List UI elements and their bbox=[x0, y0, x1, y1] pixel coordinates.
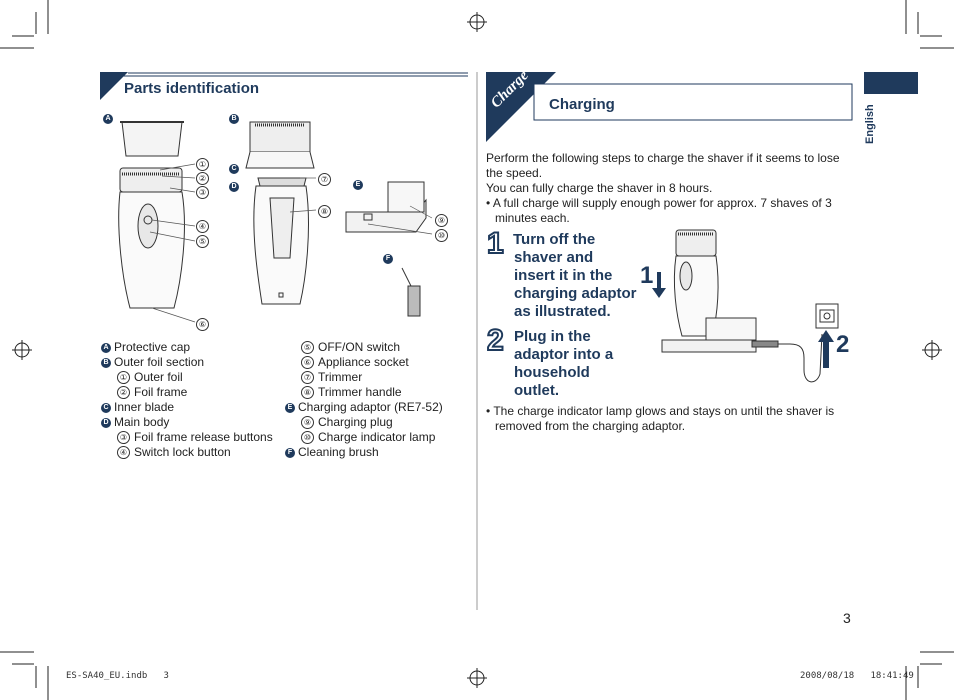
intro-text: Perform the following steps to charge th… bbox=[486, 151, 840, 225]
footer-file-name: ES-SA40_EU.indb 3 bbox=[66, 671, 169, 681]
badge-a: A bbox=[103, 114, 113, 124]
badge-f: F bbox=[383, 254, 393, 264]
callout-4: ④ bbox=[196, 220, 209, 233]
figure-label-2: 2 bbox=[836, 331, 850, 358]
cleaning-brush-figure bbox=[401, 267, 421, 317]
callout-5: ⑤ bbox=[196, 235, 209, 248]
badge-e: E bbox=[353, 180, 363, 190]
section-header-graphic bbox=[100, 72, 468, 100]
footer-timestamp: 2008/08/18 18:41:49 bbox=[800, 671, 914, 681]
callout-8: ⑧ bbox=[318, 205, 331, 218]
charging-illustration bbox=[652, 229, 839, 383]
callout-1: ① bbox=[196, 158, 209, 171]
registration-mark-bottom bbox=[467, 668, 487, 688]
indicator-note: • The charge indicator lamp glows and st… bbox=[486, 404, 835, 433]
side-tab: English bbox=[862, 100, 880, 148]
callout-3: ③ bbox=[196, 186, 209, 199]
figure-label-1: 1 bbox=[640, 262, 654, 289]
step-1-number: 1 bbox=[486, 226, 505, 261]
registration-mark-left bbox=[12, 340, 32, 360]
page-number: 3 bbox=[843, 610, 851, 626]
callout-2: ② bbox=[196, 172, 209, 185]
callout-10: ⑩ bbox=[435, 229, 448, 242]
step-2-number: 2 bbox=[486, 323, 505, 358]
callout-6: ⑥ bbox=[196, 318, 209, 331]
section-title: Parts identification bbox=[124, 80, 260, 97]
side-tab-bar bbox=[864, 72, 918, 94]
charging-adaptor-figure bbox=[345, 181, 427, 233]
outer-foil-figure bbox=[245, 121, 315, 169]
callout-9: ⑨ bbox=[435, 214, 448, 227]
charging-title: Charging bbox=[549, 96, 615, 113]
badge-d: D bbox=[229, 182, 239, 192]
badge-b: B bbox=[229, 114, 239, 124]
shaver-body-left bbox=[118, 167, 185, 309]
callout-7: ⑦ bbox=[318, 173, 331, 186]
badge-c: C bbox=[229, 164, 239, 174]
step-2-text: Plug in the adaptor into a household out… bbox=[514, 328, 614, 399]
charge-header-graphic bbox=[486, 72, 853, 142]
registration-mark-top bbox=[467, 12, 487, 32]
protective-cap-figure bbox=[120, 121, 184, 157]
side-tab-label: English bbox=[864, 104, 876, 144]
parts-illustration bbox=[118, 121, 433, 323]
shaver-body-right bbox=[253, 177, 309, 305]
step-1-text: Turn off the shaver and insert it in the… bbox=[513, 231, 637, 320]
registration-mark-right bbox=[922, 340, 942, 360]
